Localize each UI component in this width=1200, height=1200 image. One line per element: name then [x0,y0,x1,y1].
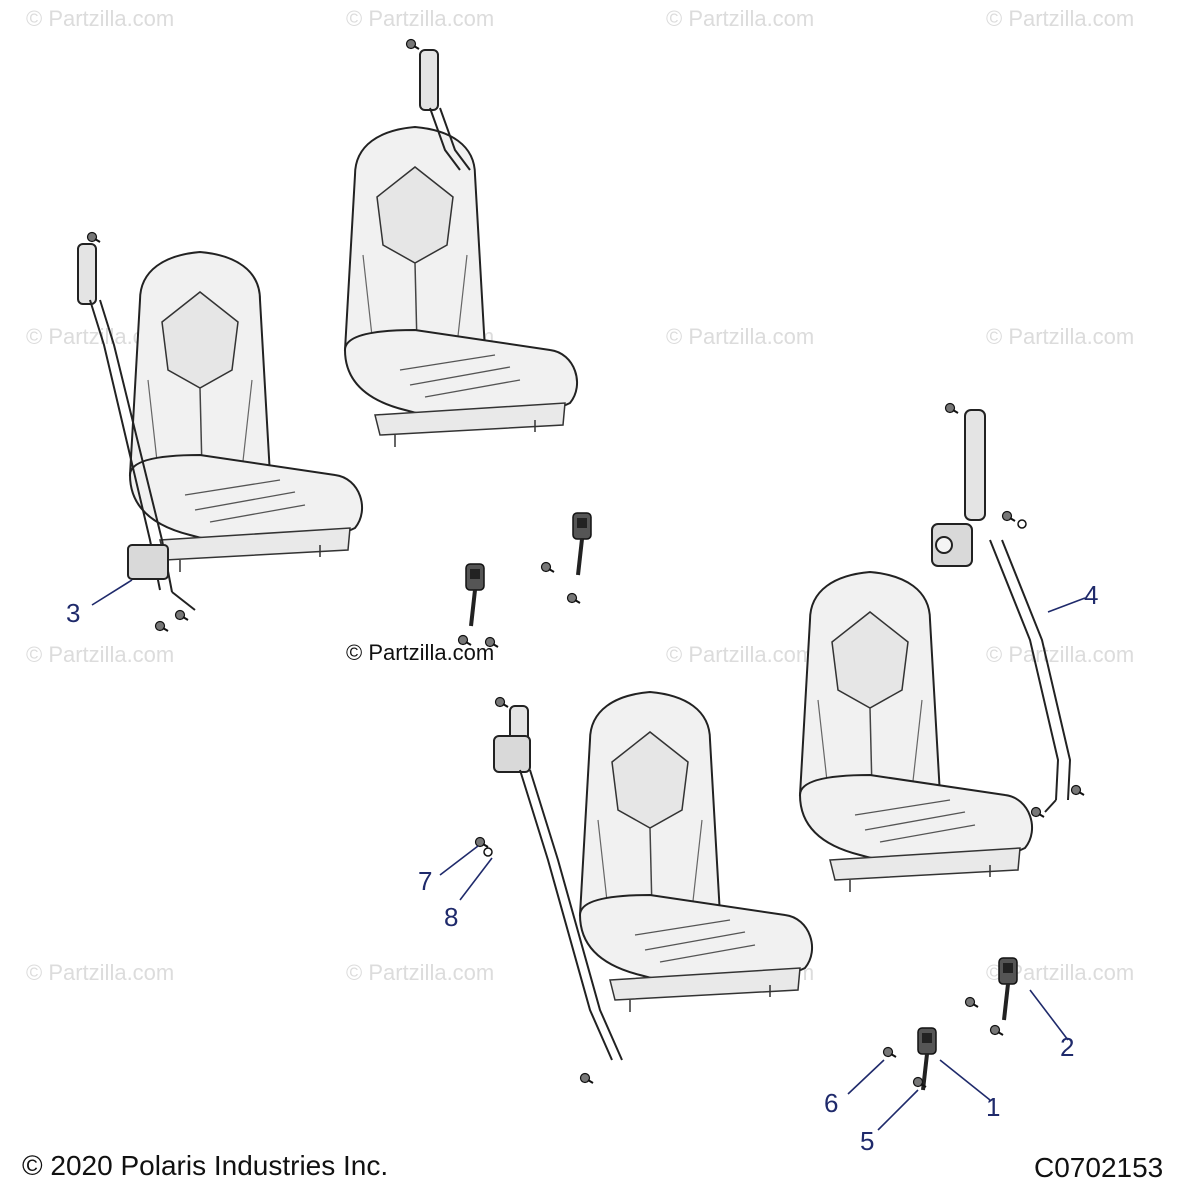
buckle [997,956,1019,1022]
callout-4: 4 [1084,580,1099,610]
bolt [1030,806,1045,818]
seat-belt-lower-right [931,409,1072,813]
callout-8: 8 [444,902,459,932]
partzilla-credit: © Partzilla.com [346,640,495,665]
watermark: © Partzilla.com [986,6,1135,31]
seat-upper-right [344,126,579,448]
washer [1017,519,1027,529]
seat-lower-left [579,691,814,1013]
watermark: © Partzilla.com [986,324,1135,349]
bolt [882,1046,897,1058]
seat-belt-lower-left [493,705,623,1061]
watermark: © Partzilla.com [26,960,175,985]
bolt [579,1072,594,1084]
seat-upper-left [129,251,364,573]
watermark: © Partzilla.com [666,642,815,667]
bolt [566,592,581,604]
watermark: © Partzilla.com [666,6,815,31]
callout-7: 7 [418,866,433,896]
bolt [494,696,509,708]
watermark: © Partzilla.com [986,642,1135,667]
seat-lower-right [799,571,1034,893]
callout-3: 3 [66,598,81,628]
callout-5: 5 [860,1126,875,1156]
seat-belt-upper-right [419,49,471,171]
watermark: © Partzilla.com [26,642,175,667]
bolt [154,620,169,632]
buckle [464,562,486,628]
bolt [174,609,189,621]
bolt [989,1024,1004,1036]
washer [483,847,493,857]
bolt [964,996,979,1008]
callout-1: 1 [986,1092,1001,1122]
seat-belt-upper-left [77,243,196,611]
bolt [1070,784,1085,796]
buckle [571,511,593,577]
watermark: © Partzilla.com [666,324,815,349]
watermark: © Partzilla.com [26,6,175,31]
callout-6: 6 [824,1088,839,1118]
bolt [1001,510,1016,522]
bolt [86,231,101,243]
bolt [540,561,555,573]
callout-2: 2 [1060,1032,1075,1062]
copyright-text: © 2020 Polaris Industries Inc. [22,1150,389,1181]
leader-lines [91,579,1086,1131]
bolt [944,402,959,414]
bolt [405,38,420,50]
drawing-code: C0702153 [1034,1152,1164,1183]
watermark: © Partzilla.com [346,960,495,985]
watermark: © Partzilla.com [346,6,495,31]
